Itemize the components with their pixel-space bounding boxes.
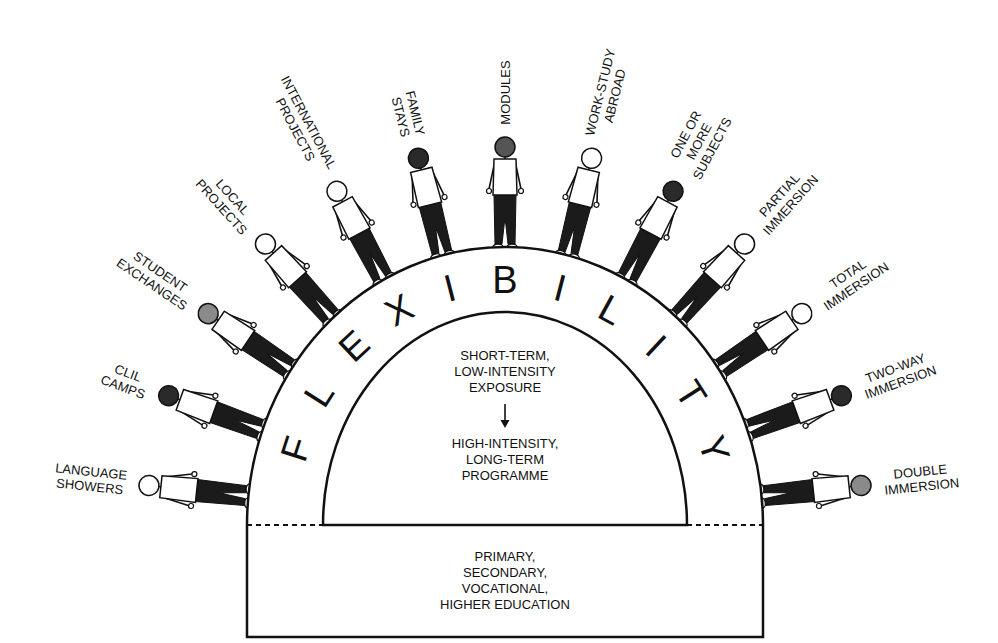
intensity-semicircle: SHORT-TERM, LOW-INTENSITY EXPOSURE HIGH-I… — [323, 312, 687, 525]
intensity-semicircle-outline — [323, 312, 687, 525]
programme-label: TWO-WAY IMMERSION — [855, 347, 940, 403]
stick-figure — [190, 293, 304, 387]
programme-label: DOUBLE IMMERSION — [879, 460, 962, 498]
arch-letter: B — [492, 261, 517, 299]
start-label: SHORT-TERM, LOW-INTENSITY EXPOSURE — [448, 348, 563, 396]
programme-label: STUDENT EXCHANGES — [112, 242, 200, 315]
stick-figure — [738, 375, 857, 448]
programme-label: WORK-STUDY ABROAD — [582, 45, 634, 142]
stick-figure — [706, 293, 820, 387]
stick-figure — [316, 174, 402, 291]
semicircle-outline — [323, 312, 687, 525]
arch-letter: X — [379, 288, 420, 334]
progression-arrow — [504, 404, 506, 421]
arch-letter: I — [639, 329, 673, 364]
stick-figure — [153, 375, 272, 448]
arch-letter: L — [298, 375, 341, 413]
base-outline — [247, 525, 763, 637]
programme-label: CLIL CAMPS — [97, 357, 155, 403]
stick-figure — [398, 144, 461, 263]
programme-label: LOCAL PROJECTS — [191, 164, 263, 239]
programme-label: FAMILY STAYS — [387, 87, 428, 143]
arch-outline — [247, 247, 763, 525]
arch-letter: L — [593, 289, 630, 332]
programme-label: PARTIAL IMMERSION — [747, 160, 823, 240]
stick-figure — [549, 144, 612, 263]
arch-letter: E — [332, 324, 376, 369]
programme-label: INTERNATIONAL PROJECTS — [264, 71, 341, 180]
level-label: PRIMARY, SECONDARY, VOCATIONAL, HIGHER E… — [437, 549, 573, 613]
arch-letter: T — [668, 374, 713, 414]
stick-figure — [757, 466, 873, 515]
arch-letter: F — [274, 432, 317, 466]
arch-letter: I — [550, 268, 570, 307]
programme-label: LANGUAGE SHOWERS — [51, 460, 131, 498]
arch-letter: I — [440, 268, 460, 307]
programme-label: MODULES — [498, 58, 513, 127]
education-base: PRIMARY, SECONDARY, VOCATIONAL, HIGHER E… — [247, 525, 763, 637]
arch-letter: Y — [692, 431, 736, 467]
flexibility-arch: FLEXIBILITYSHORT-TERM, LOW-INTENSITY EXP… — [247, 247, 763, 525]
programme-label: TOTAL IMMERSION — [810, 245, 893, 315]
arch-fill — [247, 247, 763, 525]
programme-label: ONE OR MORE SUBJECTS — [663, 99, 737, 184]
stick-figure — [487, 137, 524, 250]
progression-arrowhead — [501, 420, 510, 428]
stick-figure — [608, 174, 694, 291]
stick-figure — [137, 466, 253, 515]
end-label: HIGH-INTENSITY, LONG-TERM PROGRAMME — [445, 436, 565, 484]
